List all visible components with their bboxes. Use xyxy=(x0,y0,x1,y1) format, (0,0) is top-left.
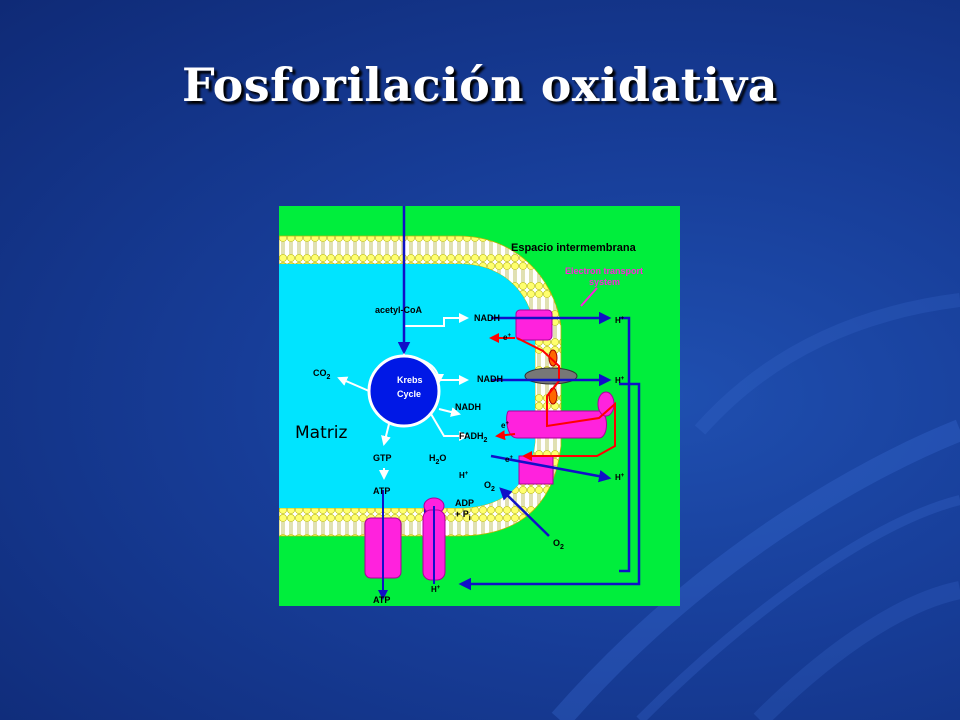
pi-label: + Pi xyxy=(455,509,471,522)
co2-label: CO2 xyxy=(313,368,331,381)
proton-label-4: H+ xyxy=(459,471,469,480)
ets-label-line-2: system xyxy=(589,277,620,287)
acetyl-coa-label: acetyl-CoA xyxy=(375,305,423,315)
h2o-label: H2O xyxy=(429,453,446,466)
krebs-label-2: Cycle xyxy=(397,389,421,399)
matriz-label: Matriz xyxy=(295,423,347,443)
complex-i-protein xyxy=(515,309,553,341)
nadh-label-3: NADH xyxy=(455,402,481,412)
oxidative-phosphorylation-diagram: Krebs Cycle Espacio intermembrana xyxy=(279,206,680,606)
atp-matrix-label: ATP xyxy=(373,486,390,496)
ets-pointer xyxy=(580,287,598,307)
krebs-label-1: Krebs xyxy=(397,375,423,385)
ubiquinone-carrier xyxy=(524,367,578,385)
proton-pump-arrow-3 xyxy=(490,454,612,483)
intermembrane-space-label: Espacio intermembrana xyxy=(511,242,637,254)
proton-label-2: H+ xyxy=(615,376,625,385)
nadh-label-1: NADH xyxy=(474,313,500,323)
electron-arrow-fadh xyxy=(495,430,516,441)
proton-label-3: H+ xyxy=(615,473,625,482)
nadh-label-2: NADH xyxy=(477,374,503,384)
electron-flow-path xyxy=(516,337,616,461)
slide-title: Fosforilación oxidativa xyxy=(181,58,779,112)
gtp-label: GTP xyxy=(373,453,392,463)
proton-gradient-bracket xyxy=(619,316,631,573)
complex-iv-protein xyxy=(518,455,554,485)
proton-label-5: H+ xyxy=(431,585,441,594)
electron-label-1: e+ xyxy=(503,333,511,342)
ets-label-line-1: Electron transport xyxy=(565,266,643,276)
krebs-rotation-arrow xyxy=(418,358,444,384)
o2-label-outer: O2 xyxy=(553,538,564,551)
electron-label-2: e+ xyxy=(501,421,509,430)
proton-label-1: H+ xyxy=(615,316,625,325)
electron-label-3: e+ xyxy=(505,455,513,464)
atp-exported-label: ATP xyxy=(373,595,390,605)
oxygen-entry-arrow xyxy=(499,487,550,537)
fadh2-label: FADH2 xyxy=(459,431,488,444)
o2-label-inner: O2 xyxy=(484,480,495,493)
adp-label: ADP xyxy=(455,498,474,508)
